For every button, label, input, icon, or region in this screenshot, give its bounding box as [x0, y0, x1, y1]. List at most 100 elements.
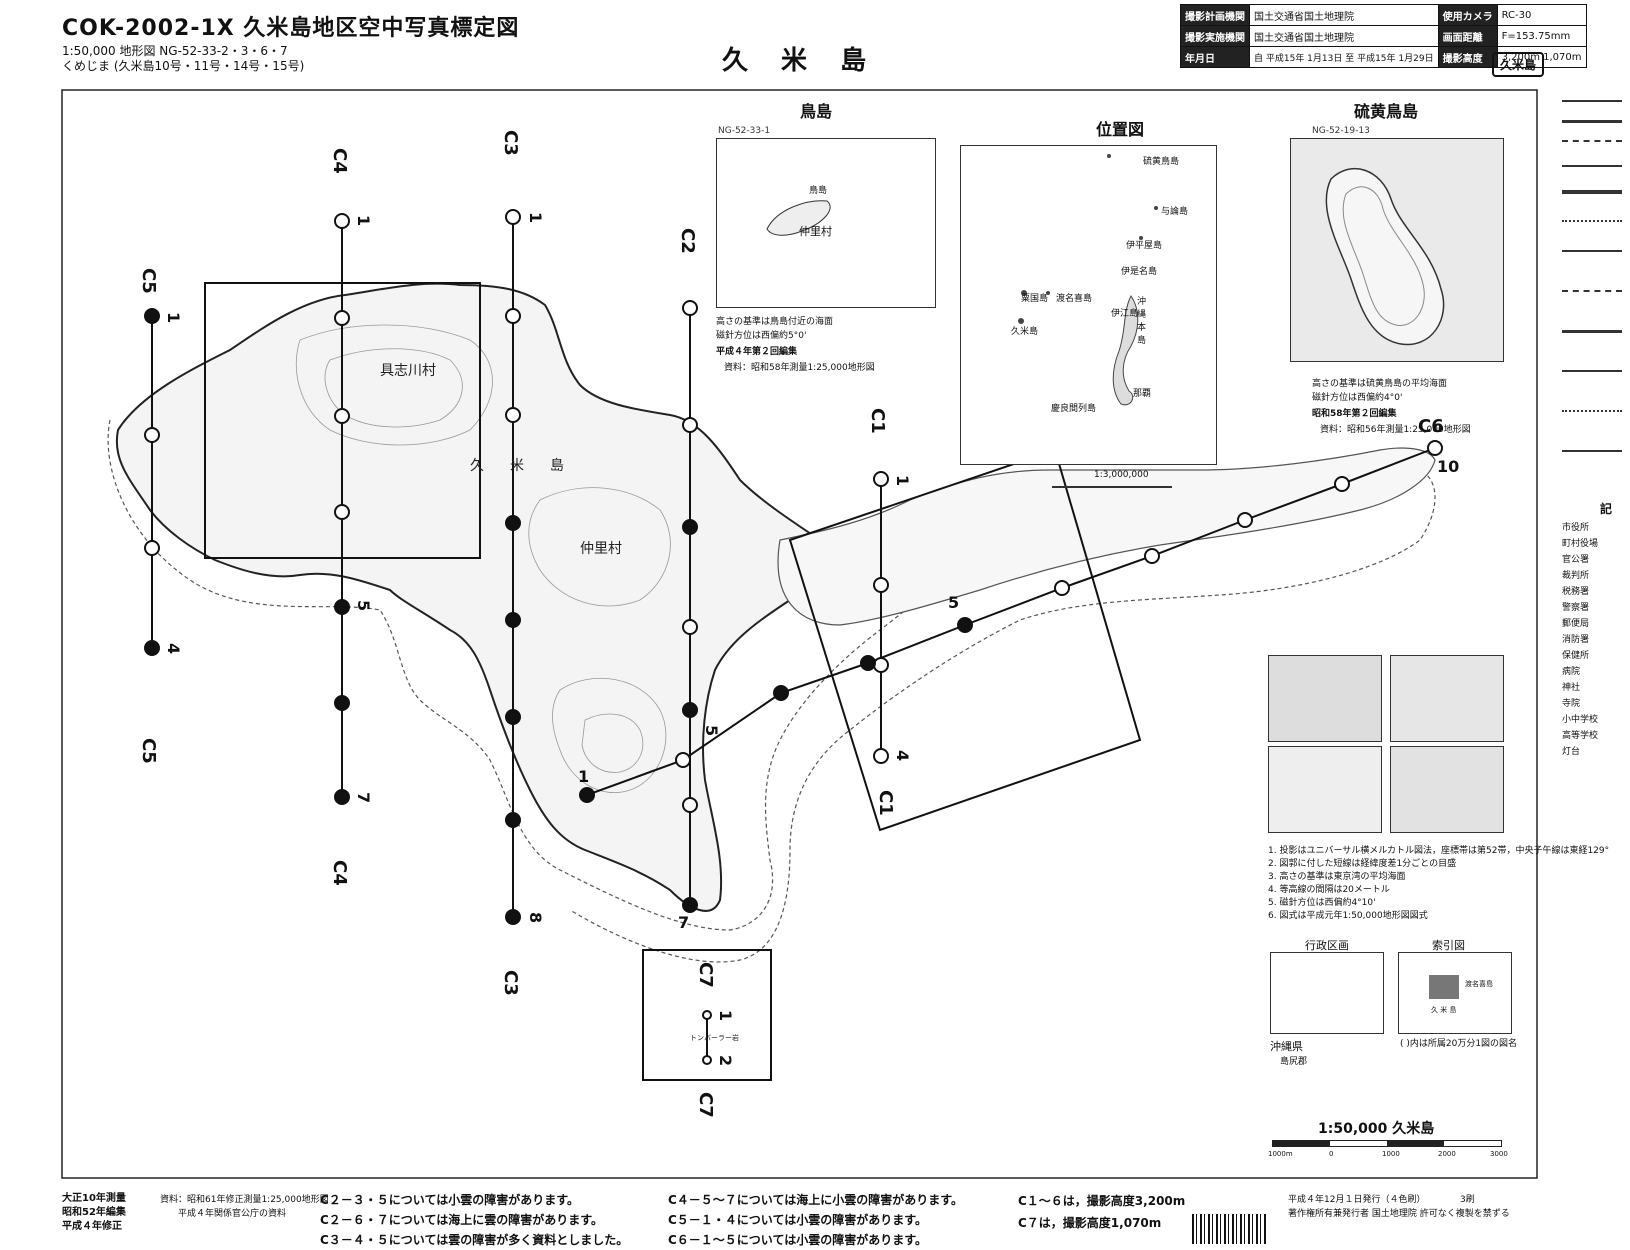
altitude-note: C１～６は，撮影高度3,200m: [1018, 1194, 1186, 1208]
admin-district: 島尻郡: [1280, 1057, 1308, 1067]
info-row: 撮影計画機関 国土交通省国土地理院 使用カメラ RC-30: [1180, 4, 1587, 26]
cloud-note: C２－６・７については海上に雲の障害があります。: [320, 1213, 604, 1227]
legend-item: 郵便局: [1562, 619, 1590, 629]
inset-code-torishima: NG-52-33-1: [718, 126, 771, 136]
c7-rock-label: トンバーラー岩: [690, 1033, 739, 1042]
place-tonaki: 渡名喜島: [1056, 294, 1093, 304]
island-name-title: 久 米 島: [722, 46, 879, 76]
torishima-island-label: 鳥島: [809, 186, 828, 196]
copyright-info: 著作権所有兼発行者 国土地理院 許可なく複製を禁ずる: [1288, 1209, 1510, 1219]
exposure-points: [144, 209, 1443, 1065]
iou-note-3: 昭和58年第２回編集: [1312, 409, 1397, 419]
iou-note-1: 高さの基準は硫黄鳥島の平均海面: [1312, 379, 1448, 389]
iou-note-2: 磁針方位は西偏約4°0': [1312, 393, 1403, 403]
scale-tick-3: 2000: [1438, 1150, 1456, 1158]
index-neighbor: 渡名喜島: [1465, 980, 1493, 988]
scale-tick-0: 1000m: [1268, 1150, 1293, 1158]
inset-title-torishima: 鳥島: [800, 102, 833, 121]
legend-item: 税務署: [1562, 587, 1590, 597]
torishima-note-1: 高さの基準は鳥島付近の海面: [716, 317, 834, 327]
note-4: 4. 等高線の間隔は20メートル: [1268, 885, 1390, 895]
c4-start-no: 1: [354, 215, 373, 226]
c6-end-no: 10: [1437, 457, 1459, 476]
c2-mid-no: 5: [702, 725, 721, 736]
inset-code-ioutorishima: NG-52-19-13: [1312, 126, 1370, 136]
label-c7-top: C7: [695, 962, 716, 988]
barcode: [1192, 1214, 1268, 1244]
admin-map: [1270, 952, 1384, 1034]
info-cell: 撮影計画機関: [1180, 4, 1250, 26]
torishima-village-label: 仲里村: [799, 225, 832, 238]
c7-end-no: 2: [716, 1055, 735, 1066]
c5-end-no: 4: [164, 643, 183, 654]
label-c6: C6: [1418, 416, 1444, 437]
location-scale: 1:3,000,000: [1094, 470, 1149, 480]
legend-line-samples: [1562, 90, 1628, 490]
legend-item: 警察署: [1562, 603, 1590, 613]
source-2: 平成４年関係官公庁の資料: [178, 1209, 287, 1219]
index-map-grid: 渡名喜島 久 米 島: [1398, 952, 1512, 1034]
note-1: 1. 投影はユニバーサル横メルカトル図法，座標帯は第52帯，中央子午線は東経12…: [1268, 846, 1610, 856]
map-notes: 1. 投影はユニバーサル横メルカトル図法，座標帯は第52帯，中央子午線は東経12…: [1268, 845, 1609, 923]
print-number: 3刷: [1460, 1195, 1475, 1205]
edition-2: 昭和52年編集: [62, 1207, 126, 1218]
legend-item: 町村役場: [1562, 539, 1599, 549]
c5-start-no: 1: [164, 312, 183, 323]
index-label: 久 米 島: [1431, 1006, 1457, 1014]
place-ie: 伊江島: [1111, 309, 1139, 319]
c3-end-no: 8: [526, 912, 545, 923]
torishima-note-3: 平成４年第２回編集: [716, 347, 798, 357]
photo-frame-c1: [788, 448, 1142, 832]
photography-info-table: 撮影計画機関 国土交通省国土地理院 使用カメラ RC-30 撮影実施機関 国土交…: [1180, 4, 1587, 68]
place-naha: 那覇: [1133, 389, 1152, 399]
cloud-note: C３－４・５については雲の障害が多く資料としました。: [320, 1233, 629, 1247]
label-c1-top: C1: [867, 408, 888, 434]
edition-3: 平成４年修正: [62, 1221, 122, 1232]
village-label-nakazato: 仲里村: [580, 541, 622, 557]
c4-end-no: 7: [354, 792, 373, 803]
label-c5-bottom: C5: [138, 738, 159, 764]
info-cell: 撮影実施機関: [1180, 25, 1250, 47]
label-c4-bottom: C4: [329, 860, 350, 886]
island-stamp: 久米島: [1492, 52, 1545, 77]
legend-item: 灯台: [1562, 747, 1581, 757]
legend-item: 小中学校: [1562, 715, 1599, 725]
island-char-me: 米: [510, 458, 524, 474]
legend-item: 市役所: [1562, 523, 1590, 533]
c1-end-no: 4: [893, 750, 912, 761]
sheet-title: COK-2002-1X 久米島地区空中写真標定図: [62, 16, 520, 41]
info-cell: 3,200m 1,070m: [1496, 46, 1587, 68]
symbol-sample-3: [1268, 746, 1382, 833]
torishima-note-4: 資料：昭和58年測量1:25,000地形図: [724, 363, 875, 373]
eastern-islet: [777, 447, 1436, 626]
symbol-sample-1: [1268, 655, 1382, 742]
inset-map-ioutorishima: [1290, 138, 1504, 362]
legend-item: 寺院: [1562, 699, 1581, 709]
label-c1-bottom: C1: [875, 790, 896, 816]
note-6: 6. 図式は平成元年1:50,000地形図図式: [1268, 911, 1428, 921]
location-map-shapes: [1018, 154, 1158, 406]
label-c7-bottom: C7: [695, 1092, 716, 1118]
symbol-sample-2: [1390, 655, 1504, 742]
cloud-note: C２－３・５については小雲の障害があります。: [320, 1193, 580, 1207]
legend-item: 病院: [1562, 667, 1581, 677]
legend-item: 裁判所: [1562, 571, 1590, 581]
legend-item: 神社: [1562, 683, 1581, 693]
note-5: 5. 磁針方位は西偏約4°10': [1268, 898, 1376, 908]
cloud-note: C４－５～７については海上に小雲の障害があります。: [668, 1193, 964, 1207]
inset-title-ioutorishima: 硫黄鳥島: [1354, 102, 1419, 121]
map-sheet-info: 1:50,000 地形図 NG-52-33-2・3・6・7: [62, 44, 288, 58]
label-c5-top: C5: [138, 268, 159, 294]
info-row: 撮影実施機関 国土交通省国土地理院 画面距離 F=153.75mm: [1180, 25, 1587, 47]
flight-line-c6: [586, 447, 1436, 796]
scale-tick-4: 3000: [1490, 1150, 1508, 1158]
place-aguni: 粟国島: [1021, 294, 1049, 304]
scale-tick-1: 0: [1329, 1150, 1334, 1158]
place-yoron: 与論島: [1161, 207, 1189, 217]
cloud-note: C５－１・４については小雲の障害があります。: [668, 1213, 928, 1227]
edition-1: 大正10年測量: [62, 1193, 126, 1204]
c2-end-no: 7: [678, 913, 689, 932]
symbol-sample-4: [1390, 746, 1504, 833]
legend-title: 記: [1600, 502, 1613, 516]
c6-mid-no: 5: [948, 593, 959, 612]
